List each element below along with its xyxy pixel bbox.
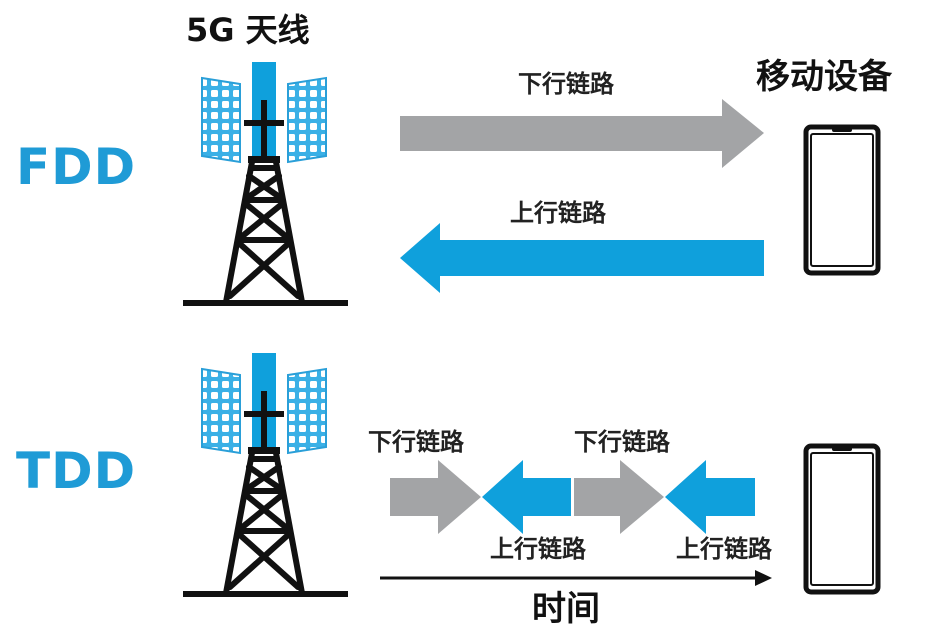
- tdd-downlink-arrow-2: [574, 460, 664, 534]
- tdd-downlink-label-2: 下行链路: [574, 428, 670, 456]
- fdd-smartphone-icon: [806, 127, 878, 273]
- fdd-uplink-label: 上行链路: [510, 199, 606, 227]
- tdd-downlink-arrow-1: [390, 460, 481, 534]
- tdd-antenna-tower-icon: [183, 353, 348, 597]
- tdd-mode-label: TDD: [16, 442, 137, 500]
- fdd-downlink-arrow: [400, 99, 764, 168]
- fdd-antenna-tower-icon: [183, 62, 348, 306]
- fdd-mode-label: FDD: [16, 138, 137, 196]
- time-axis-arrowhead: [755, 570, 772, 586]
- tdd-smartphone-icon: [806, 446, 878, 592]
- antenna-title: 5G 天线: [186, 11, 310, 49]
- tdd-uplink-arrow-1: [482, 460, 571, 534]
- device-label: 移动设备: [756, 57, 892, 97]
- fdd-downlink-label: 下行链路: [518, 70, 614, 98]
- tdd-uplink-arrow-2: [665, 460, 755, 534]
- tdd-uplink-label-2: 上行链路: [676, 535, 772, 563]
- tdd-uplink-label-1: 上行链路: [490, 535, 586, 563]
- time-axis-label: 时间: [532, 589, 600, 629]
- fdd-uplink-arrow: [400, 223, 764, 293]
- tdd-downlink-label-1: 下行链路: [368, 428, 464, 456]
